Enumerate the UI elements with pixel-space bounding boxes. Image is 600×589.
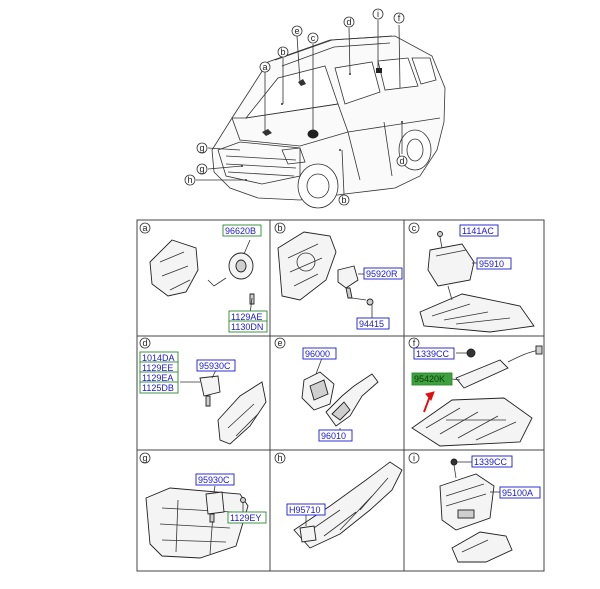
callout-e: e [291, 25, 303, 37]
part-label-1129EE: 1129EE [139, 361, 179, 374]
svg-text:d: d [346, 17, 351, 27]
callout-i: i [372, 8, 384, 20]
callout-g-1: g [196, 142, 208, 154]
svg-text:g: g [199, 143, 204, 153]
callout-d-top: d [343, 16, 355, 28]
part-label-95930C-d: 95930C [196, 359, 236, 372]
svg-text:96010: 96010 [321, 431, 346, 441]
part-label-95100A: 95100A [499, 486, 541, 499]
svg-text:1129AE: 1129AE [231, 312, 262, 322]
svg-text:1014DA: 1014DA [142, 353, 175, 363]
part-label-1125DB: 1125DB [139, 381, 179, 394]
svg-text:c: c [412, 223, 417, 233]
indicator-arrow [423, 395, 431, 413]
svg-text:a: a [262, 62, 267, 72]
callout-b: b [277, 46, 289, 58]
svg-text:f: f [413, 338, 416, 348]
svg-text:b: b [341, 195, 346, 205]
part-label-96010: 96010 [318, 429, 353, 442]
svg-text:H95710: H95710 [289, 505, 321, 515]
svg-text:c: c [311, 33, 316, 43]
part-label-95910: 95910 [476, 257, 512, 270]
detail-panel-grid [136, 219, 545, 572]
svg-text:g: g [142, 453, 147, 463]
part-label-95930C-g: 95930C [195, 473, 235, 486]
panel-i: i 1339CC 95100A [408, 452, 541, 563]
part-label-1339CC-f: 1339CC [413, 347, 455, 360]
panel-b: b 95920R 94415 [274, 222, 403, 330]
svg-text:95930C: 95930C [199, 361, 231, 371]
svg-text:1130DN: 1130DN [231, 322, 263, 332]
part-label-95420K: 95420K [411, 372, 453, 386]
panel-h: h H95710 [274, 452, 403, 549]
svg-text:a: a [142, 223, 147, 233]
callout-h: h [184, 174, 196, 186]
svg-text:i: i [377, 9, 379, 19]
svg-text:1339CC: 1339CC [416, 349, 450, 359]
svg-text:1141AC: 1141AC [462, 226, 494, 236]
svg-text:95100A: 95100A [502, 488, 533, 498]
part-label-1339CC-i: 1339CC [471, 455, 513, 468]
svg-text:g: g [199, 164, 204, 174]
part-label-1014DA: 1014DA [139, 351, 179, 364]
svg-text:1339CC: 1339CC [474, 457, 508, 467]
svg-text:f: f [398, 13, 401, 23]
part-label-96620B: 96620B [222, 224, 262, 237]
svg-text:95920R: 95920R [366, 269, 398, 279]
callout-f: f [393, 12, 405, 24]
svg-text:1129EY: 1129EY [230, 513, 261, 523]
svg-text:e: e [294, 26, 299, 36]
svg-text:i: i [413, 453, 415, 463]
svg-text:96000: 96000 [305, 349, 330, 359]
svg-text:e: e [277, 338, 282, 348]
svg-text:1129EA: 1129EA [142, 373, 173, 383]
callout-c: c [307, 32, 319, 44]
part-label-1129EY: 1129EY [227, 511, 267, 524]
svg-text:94415: 94415 [359, 319, 384, 329]
part-label-1141AC: 1141AC [459, 224, 499, 237]
panel-f: f 1339CC 95420K [408, 337, 543, 447]
svg-text:h: h [187, 175, 192, 185]
callout-g-2: g [196, 163, 208, 175]
part-label-H95710: H95710 [286, 503, 326, 516]
panel-d: d 1014DA 1129EE 1129EA 1125DB 95930C [139, 337, 267, 445]
part-label-96000: 96000 [302, 347, 337, 360]
callout-leaders [196, 20, 403, 195]
svg-text:95930C: 95930C [198, 475, 230, 485]
part-label-1129EA: 1129EA [139, 371, 179, 384]
svg-text:1129EE: 1129EE [142, 363, 173, 373]
part-label-1130DN: 1130DN [228, 320, 268, 333]
callout-d-side: d [396, 155, 408, 167]
svg-text:b: b [277, 223, 282, 233]
svg-text:h: h [277, 453, 282, 463]
callout-a: a [259, 61, 271, 73]
panel-g: g 95930C 1129EY [139, 452, 267, 559]
panel-c: c 1141AC 95910 [408, 222, 535, 333]
part-label-94415: 94415 [356, 317, 390, 330]
svg-text:1125DB: 1125DB [142, 383, 174, 393]
part-label-95920R: 95920R [363, 267, 403, 280]
svg-text:d: d [399, 156, 404, 166]
callout-b-bottom: b [338, 194, 350, 206]
vehicle-illustration [211, 35, 446, 209]
callout-markers: a b e c d i f d b g g h [184, 8, 408, 206]
panel-e: e 96000 96010 [274, 337, 379, 442]
panel-a: a 96620B 1129AE 1130DN [139, 222, 268, 333]
svg-text:b: b [280, 47, 285, 57]
svg-text:96620B: 96620B [225, 226, 256, 236]
svg-text:95910: 95910 [479, 259, 504, 269]
part-label-1129AE: 1129AE [228, 310, 268, 323]
svg-text:95420K: 95420K [414, 374, 445, 384]
svg-text:d: d [142, 338, 147, 348]
